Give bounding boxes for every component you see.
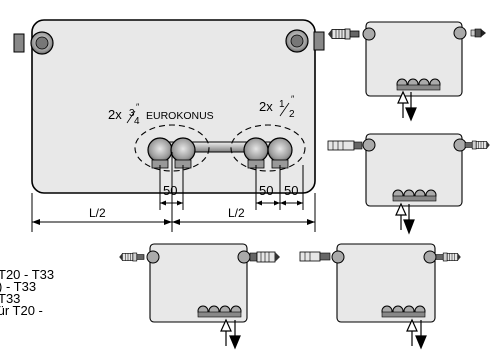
small-radiator-1	[327, 21, 487, 122]
dimension-half-right: L/2	[228, 206, 245, 220]
small-radiator-1-left-valve	[327, 27, 376, 41]
left-pair-label-num: 3	[129, 108, 135, 119]
small-radiator-3	[118, 243, 280, 350]
right-top-plug	[285, 29, 325, 53]
small-radiator-4-left-vent	[299, 250, 345, 264]
left-pair-label-den: 4	[134, 116, 140, 127]
small-radiator-3-left-valve	[118, 250, 160, 264]
right-pair-label-num: 1	[279, 99, 285, 110]
right-pair-label-den: 2	[289, 109, 295, 120]
small-radiator-4	[299, 243, 462, 350]
main-radiator: 2x 3 ″ 4 EUROKONUS 2x 1 2 ″	[13, 19, 325, 194]
small-radiator-2-right-valve	[453, 138, 491, 152]
small-radiator-2	[327, 133, 491, 235]
left-connection-pair	[134, 124, 210, 172]
dimension-half-left: L/2	[89, 206, 106, 220]
small-radiator-4-right-valve	[423, 250, 462, 264]
dimension-50-right-a: 50	[259, 183, 273, 198]
right-pair-label-prefix: 2x	[259, 99, 273, 114]
dimension-50-left: 50	[163, 183, 177, 198]
partial-text-line-3: T33	[0, 291, 21, 306]
small-radiator-3-right-vent	[237, 250, 280, 264]
right-pair-label-quote: ″	[291, 94, 295, 104]
left-pair-label-prefix: 2x	[108, 107, 122, 122]
small-radiator-2-flow-arrows	[395, 202, 415, 235]
left-pair-label-suffix: EUROKONUS	[146, 110, 214, 122]
small-radiator-2-left-vent	[327, 138, 376, 152]
partial-text-line-4: für T20 -	[0, 303, 43, 318]
small-radiator-3-flow-arrows	[220, 318, 241, 350]
partial-text-line-2: ) - T33	[0, 279, 37, 294]
right-connection-pair	[230, 124, 306, 172]
small-radiator-4-flow-arrows	[406, 318, 427, 350]
partial-text-line-1: T20 - T33	[0, 267, 55, 282]
dimension-arrowheads	[32, 200, 315, 225]
left-pair-label-quote: ″	[136, 102, 140, 112]
small-radiator-1-right-vent	[453, 26, 487, 40]
small-radiator-1-flow-arrows	[397, 90, 417, 122]
left-top-plug	[13, 31, 54, 55]
dimension-50-right-b: 50	[284, 183, 298, 198]
